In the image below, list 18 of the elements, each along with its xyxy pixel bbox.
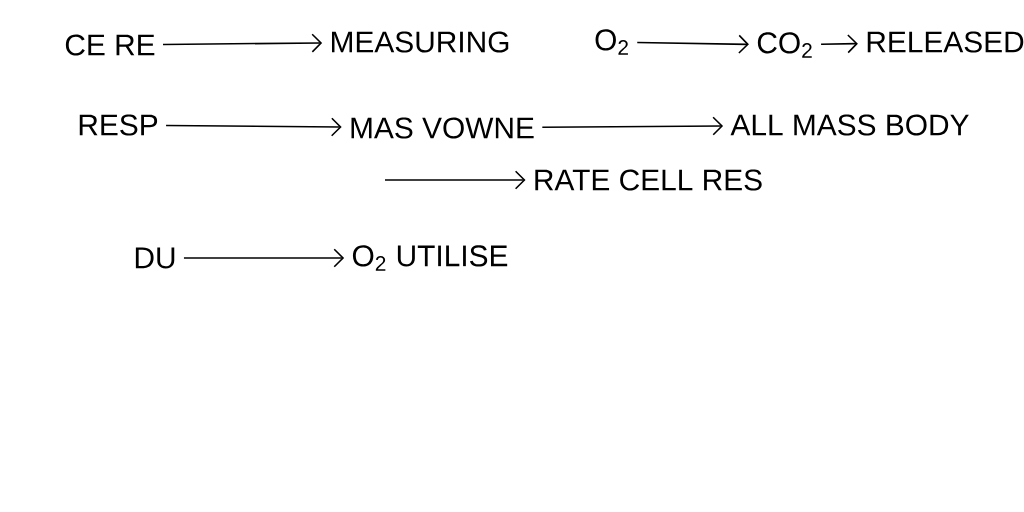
note-text: RATE CELL RES (535, 169, 762, 191)
note-text: DU (135, 247, 175, 269)
note-text: O$_{2}$ (595, 29, 628, 55)
note-text: RELEASED (867, 31, 1024, 53)
arrow (165, 117, 342, 137)
note-text: CE RE (65, 34, 155, 56)
note-text: MEASURING (332, 31, 509, 53)
note-text: CO$_{2}$ (757, 32, 812, 58)
arrow (183, 248, 345, 268)
note-text: MAS VOWNE (351, 117, 534, 139)
note-text: RESP (79, 114, 158, 136)
arrow (820, 34, 858, 54)
note-text: O$_{2}$ UTILISE (352, 245, 508, 271)
arrow (384, 170, 526, 190)
arrow (541, 116, 724, 136)
arrow (162, 33, 323, 53)
note-text: ALL MASS BODY (730, 114, 969, 136)
arrow (636, 34, 749, 54)
